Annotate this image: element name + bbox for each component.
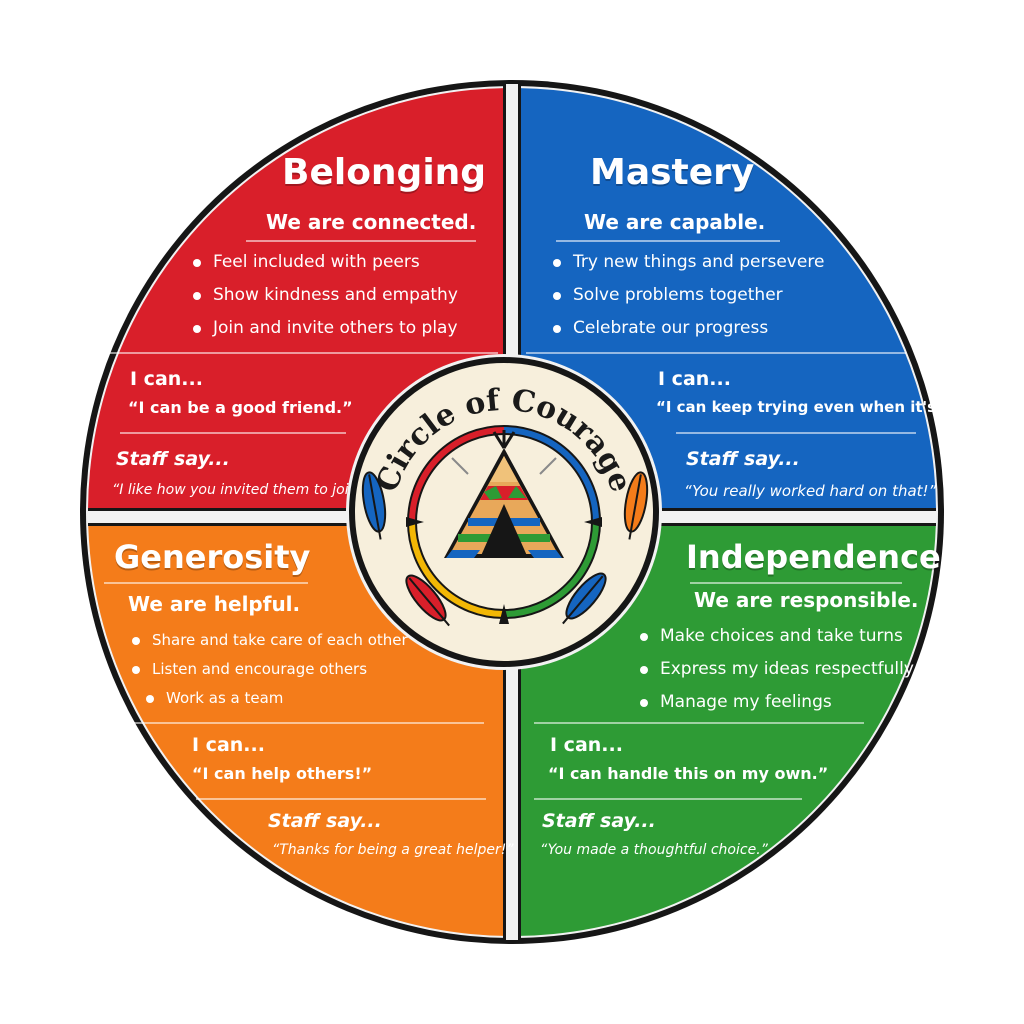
belonging-list: Feel included with peers Show kindness a… — [193, 251, 458, 350]
generosity-staff-heading: Staff say... — [268, 810, 382, 832]
independence-staff-quote: “You made a thoughtful choice.” — [540, 842, 768, 858]
generosity-staff-quote: “Thanks for being a great helper!” — [272, 842, 514, 858]
mastery-list: Try new things and persevere Solve probl… — [553, 251, 824, 350]
generosity-motto: We are helpful. — [128, 592, 301, 616]
list-item: Work as a team — [146, 687, 408, 716]
mastery-staff-heading: Staff say... — [686, 448, 800, 470]
list-item: Express my ideas respectfully — [640, 658, 914, 691]
blue-feather-icon — [361, 471, 387, 540]
belonging-staff-heading: Staff say... — [116, 448, 230, 470]
quadrant-mastery-bg — [520, 88, 936, 509]
quadrant-independence-bg — [520, 525, 936, 936]
medicine-wheel-icon — [408, 426, 600, 618]
independence-ican-quote: “I can handle this on my own.” — [548, 764, 829, 783]
list-item: Join and invite others to play — [193, 317, 458, 350]
list-item: Manage my feelings — [640, 691, 914, 724]
belonging-motto: We are connected. — [266, 210, 477, 234]
generosity-title: Generosity — [114, 538, 311, 576]
blue-feather-icon — [562, 572, 607, 625]
independence-staff-heading: Staff say... — [542, 810, 656, 832]
list-item: Make choices and take turns — [640, 625, 914, 658]
list-item: Show kindness and empathy — [193, 284, 458, 317]
teepee-icon — [444, 430, 564, 558]
independence-ican-heading: I can... — [550, 734, 623, 756]
list-item: Celebrate our progress — [553, 317, 824, 350]
mastery-motto: We are capable. — [584, 210, 766, 234]
red-feather-icon — [405, 574, 450, 627]
independence-list: Make choices and take turns Express my i… — [640, 625, 914, 724]
generosity-ican-heading: I can... — [192, 734, 265, 756]
list-item: Solve problems together — [553, 284, 824, 317]
mastery-ican-heading: I can... — [658, 368, 731, 390]
belonging-staff-quote: “I like how you invited them to join!” — [112, 482, 371, 498]
belonging-ican-quote: “I can be a good friend.” — [128, 398, 353, 417]
list-item: Feel included with peers — [193, 251, 458, 284]
mastery-ican-quote: “I can keep trying even when it's hard.” — [656, 398, 996, 416]
belonging-title: Belonging — [282, 152, 487, 193]
independence-title: Independence — [686, 538, 941, 576]
independence-motto: We are responsible. — [694, 588, 919, 612]
list-item: Share and take care of each other — [132, 629, 408, 658]
orange-feather-icon — [623, 471, 649, 540]
generosity-ican-quote: “I can help others!” — [192, 764, 373, 783]
mastery-title: Mastery — [590, 152, 755, 193]
mastery-staff-quote: “You really worked hard on that!” — [684, 482, 937, 500]
center-medallion: Circle of Courage — [346, 354, 662, 670]
generosity-list: Share and take care of each other Listen… — [132, 629, 408, 716]
list-item: Try new things and persevere — [553, 251, 824, 284]
list-item: Listen and encourage others — [132, 658, 408, 687]
belonging-ican-heading: I can... — [130, 368, 203, 390]
